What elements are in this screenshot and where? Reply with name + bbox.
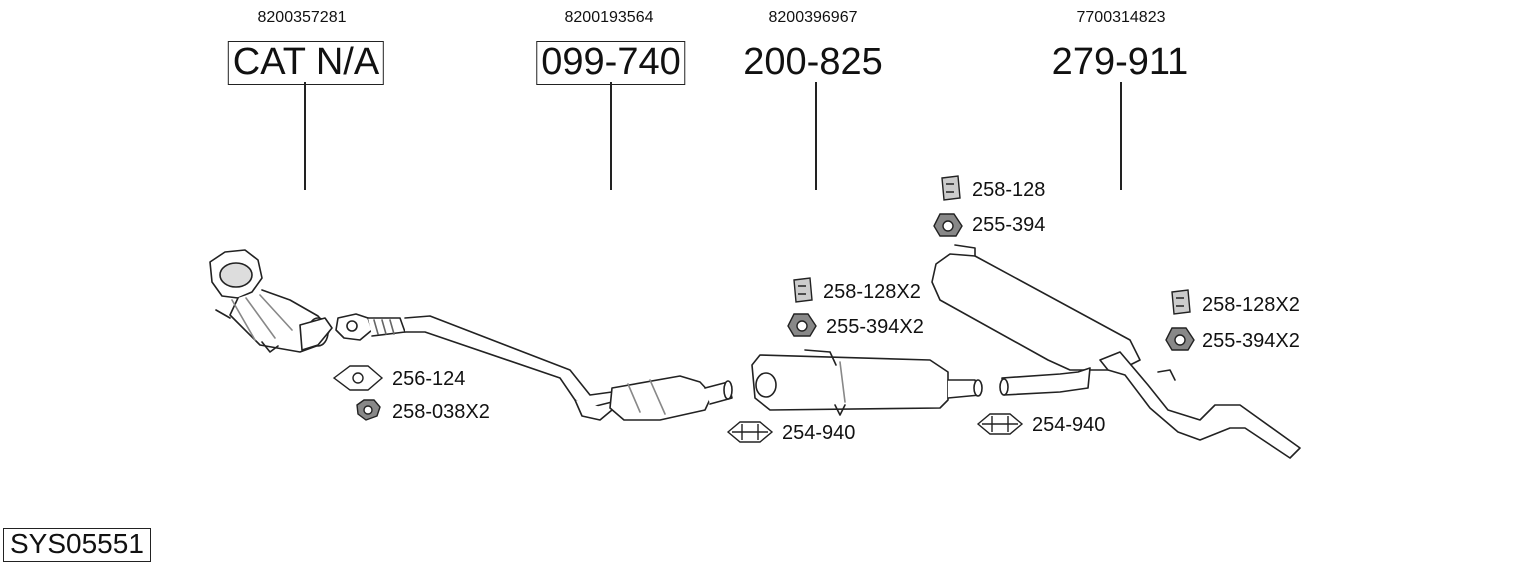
leader-line-1 (304, 82, 306, 190)
clamp-icon (976, 413, 1024, 435)
part-number-cat[interactable]: CAT N/A (227, 41, 385, 85)
accessory-label-clamp-middle[interactable]: 254-940 (782, 422, 856, 444)
accessory-label-nut[interactable]: 258-038X2 (392, 401, 490, 423)
accessory-label-hanger-middle[interactable]: 258-128X2 (823, 281, 921, 303)
accessory-label-ring-middle[interactable]: 255-394X2 (826, 316, 924, 338)
gasket-icon (332, 365, 384, 391)
accessory-label-ring-rear[interactable]: 255-394X2 (1202, 330, 1300, 352)
accessory-label-hanger-rear-top[interactable]: 258-128 (972, 179, 1046, 201)
accessory-label-ring-rear-top[interactable]: 255-394 (972, 214, 1046, 236)
mounting-ring-icon (1165, 327, 1195, 351)
oem-number-2: 8200193564 (564, 9, 654, 26)
rear-silencer-part[interactable] (931, 244, 1301, 459)
part-number-200-825[interactable]: 200-825 (743, 41, 883, 83)
rubber-hanger-icon (1171, 289, 1191, 315)
accessory-label-gasket[interactable]: 256-124 (392, 368, 466, 390)
part-number-279-911[interactable]: 279-911 (1051, 41, 1189, 83)
catalytic-converter-part[interactable] (209, 249, 333, 353)
mounting-ring-icon (787, 313, 817, 337)
accessory-label-hanger-rear[interactable]: 258-128X2 (1202, 294, 1300, 316)
clamp-icon (726, 421, 774, 443)
leader-line-3 (815, 82, 817, 190)
nut-icon (356, 399, 381, 421)
part-number-099-740[interactable]: 099-740 (536, 41, 686, 85)
accessory-label-clamp-rear[interactable]: 254-940 (1032, 414, 1106, 436)
oem-number-4: 7700314823 (1076, 9, 1166, 26)
rubber-hanger-icon (941, 175, 961, 201)
oem-number-1: 8200357281 (257, 9, 347, 26)
system-code: SYS05551 (3, 528, 151, 562)
rubber-hanger-icon (793, 277, 813, 303)
leader-line-2 (610, 82, 612, 190)
oem-number-3: 8200396967 (768, 9, 858, 26)
mounting-ring-icon (933, 213, 963, 237)
front-pipe-part[interactable] (335, 313, 733, 421)
middle-silencer-part[interactable] (751, 349, 983, 416)
leader-line-4 (1120, 82, 1122, 190)
